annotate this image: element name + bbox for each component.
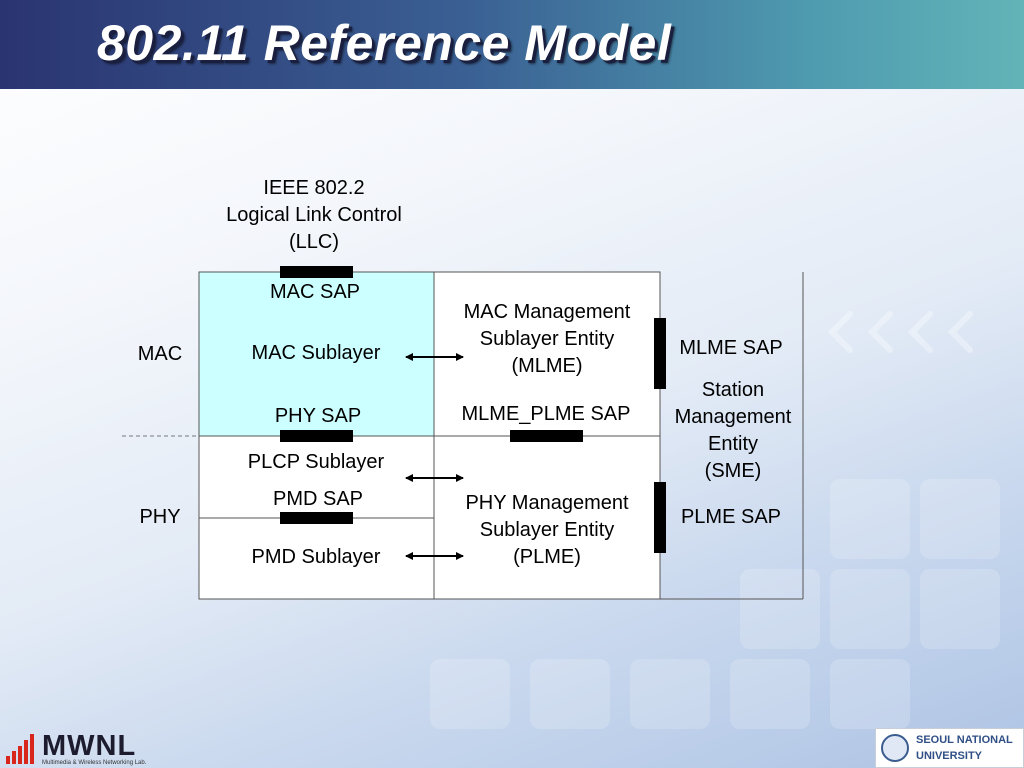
mac-sublayer-label: MAC Sublayer xyxy=(251,342,381,364)
mac-sap-label: MAC SAP xyxy=(269,281,361,303)
phy-sap-bar xyxy=(280,430,353,442)
llc-label-line2: Logical Link Control xyxy=(226,204,402,226)
sme-label-line1: Station xyxy=(701,379,765,401)
page-title: 802.11 Reference Model xyxy=(97,15,672,71)
plme-label-line1: PHY Management xyxy=(465,492,629,514)
plme-label-line3: (PLME) xyxy=(513,546,581,568)
signal-bars-icon xyxy=(6,734,34,764)
pmd-sublayer-label: PMD Sublayer xyxy=(251,546,381,568)
mlme-plme-sap-bar xyxy=(510,430,583,442)
mac-sap-bar xyxy=(280,266,353,278)
title-bar: 802.11 Reference Model xyxy=(0,0,1024,89)
plcp-sublayer-box xyxy=(198,435,435,519)
pmd-sap-label: PMD SAP xyxy=(272,488,364,510)
phy-side-label: PHY xyxy=(139,506,181,528)
snu-logo: SEOUL NATIONAL UNIVERSITY xyxy=(875,728,1024,768)
snu-name-line2: UNIVERSITY xyxy=(916,750,983,762)
pmd-sap-bar xyxy=(280,512,353,524)
plme-label-line2: Sublayer Entity xyxy=(479,519,615,541)
phy-sap-label: PHY SAP xyxy=(274,405,362,427)
llc-label-line1: IEEE 802.2 xyxy=(263,177,365,199)
mlme-sap-bar xyxy=(654,318,666,389)
sme-label-line2: Management xyxy=(674,406,792,428)
mlme-sap-label: MLME SAP xyxy=(679,337,783,359)
mlme-label-line3: (MLME) xyxy=(511,355,583,377)
snu-name-line1: SEOUL NATIONAL xyxy=(916,734,1013,746)
mlme-box xyxy=(433,271,661,437)
mlme-label-line2: Sublayer Entity xyxy=(479,328,615,350)
plme-sap-bar xyxy=(654,482,666,553)
mlme-label-line1: MAC Management xyxy=(463,301,631,323)
sme-label-line4: (SME) xyxy=(704,460,762,482)
plme-box xyxy=(433,435,661,600)
mac-side-label: MAC xyxy=(137,343,183,365)
mlme-plme-sap-label: MLME_PLME SAP xyxy=(461,403,631,425)
plme-sap-label: PLME SAP xyxy=(680,506,782,528)
university-seal-icon xyxy=(881,734,909,762)
mwnl-logo-text: MWNL xyxy=(42,730,137,762)
plcp-sublayer-label: PLCP Sublayer xyxy=(247,451,385,473)
llc-label-line3: (LLC) xyxy=(288,231,339,253)
mwnl-lab-name: Multimedia & Wireless Networking Lab. xyxy=(42,760,147,766)
sme-label-line3: Entity xyxy=(707,433,759,455)
mwnl-logo: MWNL Multimedia & Wireless Networking La… xyxy=(6,728,156,768)
